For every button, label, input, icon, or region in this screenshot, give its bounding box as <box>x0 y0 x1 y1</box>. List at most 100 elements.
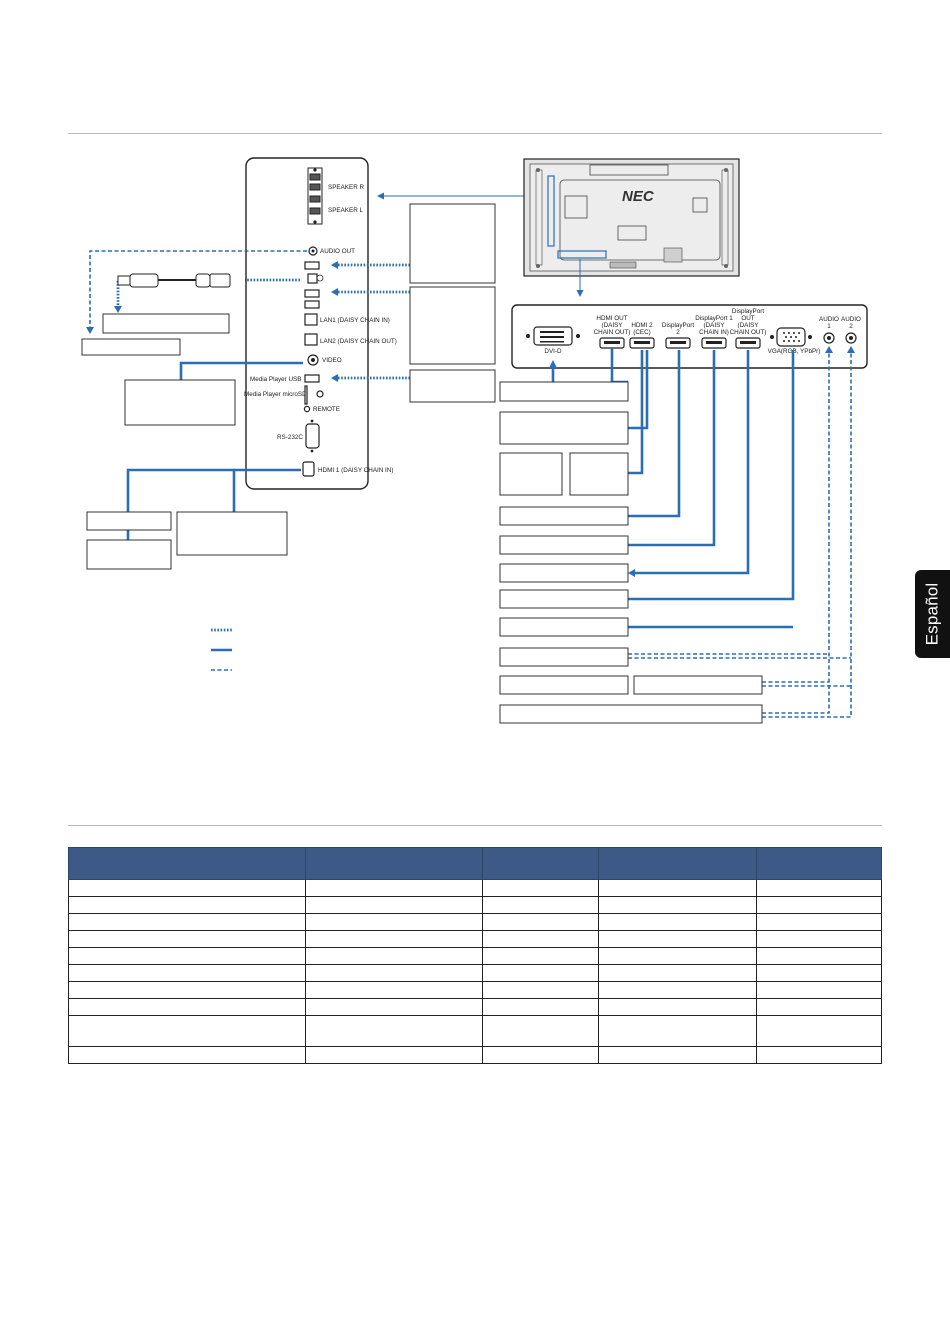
table-cell <box>482 896 600 914</box>
table-header-cell <box>756 847 882 880</box>
device-box-hdmi2-c <box>569 452 629 496</box>
table-cell <box>756 930 882 948</box>
device-box-vga-a <box>499 589 629 609</box>
table-cell <box>68 913 306 931</box>
table-cell <box>598 913 758 931</box>
table-cell <box>304 964 484 982</box>
table-cell <box>482 964 600 982</box>
table-cell <box>482 1046 600 1064</box>
table-cell <box>598 1046 758 1064</box>
table-cell <box>756 896 882 914</box>
table-row <box>68 981 882 999</box>
connection-diagram: SPEAKER R SPEAKER L AUDIO OUT LAN1 (DAIS… <box>81 157 868 724</box>
displayport1-label-3: CHAIN IN) <box>699 329 729 336</box>
table-cell <box>482 998 600 1016</box>
displayport-out-label-2: OUT <box>741 315 754 322</box>
usb-port-2 <box>307 273 318 284</box>
table-cell <box>304 879 484 897</box>
table-row <box>68 879 882 897</box>
table-cell <box>756 1046 882 1064</box>
rs232c-label: RS-232C <box>277 434 303 441</box>
table-cell <box>598 981 758 999</box>
table-cell <box>304 1015 484 1047</box>
table-cell <box>598 947 758 965</box>
table-cell <box>304 896 484 914</box>
table-header-cell <box>304 847 484 880</box>
table-cell <box>756 964 882 982</box>
audio1-label-2: 1 <box>827 323 831 330</box>
table-cell <box>598 964 758 982</box>
middle-rule <box>68 825 882 826</box>
displayport1-label-1: DisplayPort 1 <box>695 315 733 322</box>
audio2-label-2: 2 <box>849 323 853 330</box>
table-cell <box>598 998 758 1016</box>
device-box-lan <box>409 286 496 365</box>
table-cell <box>68 998 306 1016</box>
top-rule <box>68 133 882 134</box>
hdmi-out-label-2: (DAISY <box>602 322 624 329</box>
audio1-label-1: AUDIO <box>819 316 839 323</box>
device-box-audio-out <box>81 338 181 356</box>
table-cell <box>756 947 882 965</box>
displayport1-label-2: (DAISY <box>704 322 726 329</box>
table-cell <box>756 998 882 1016</box>
hdmi2-label-1: HDMI 2 <box>631 322 653 329</box>
lan2-label: LAN2 (DAISY CHAIN OUT) <box>320 338 397 345</box>
table-cell <box>304 998 484 1016</box>
dvid-label: DVI-D <box>544 348 562 355</box>
hdmi2-label-2: (CEC) <box>633 329 651 336</box>
device-box-video-source <box>124 379 236 426</box>
table-cell <box>598 896 758 914</box>
table-cell <box>68 947 306 965</box>
displayport2-label-2: 2 <box>676 329 680 336</box>
device-box-audio-d <box>499 704 763 724</box>
device-box-usb-storage <box>102 313 230 334</box>
device-box-displayport2 <box>499 506 629 526</box>
table-cell <box>304 947 484 965</box>
language-side-tab: Español <box>915 570 950 658</box>
table-cell <box>304 913 484 931</box>
speaker-l-label: SPEAKER L <box>328 207 363 214</box>
monitor-brand-logo: NEC <box>622 188 655 205</box>
displayport2-label-1: DisplayPort <box>662 322 694 329</box>
line-legend <box>211 628 232 671</box>
table-cell <box>756 913 882 931</box>
table-cell <box>482 1015 600 1047</box>
table-row <box>68 896 882 914</box>
audio2-label-1: AUDIO <box>841 316 861 323</box>
speaker-terminals <box>307 167 323 225</box>
device-box-vga-b <box>499 617 629 637</box>
device-box-audio-c <box>633 675 763 695</box>
table-cell <box>598 1015 758 1047</box>
media-player-usb-label: Media Player USB <box>250 376 301 383</box>
table-header-cell <box>482 847 600 880</box>
device-box-hdmi-a <box>86 511 172 531</box>
hdmi-out-label-1: HDMI OUT <box>596 315 627 322</box>
lan1-port <box>304 313 318 326</box>
table-row <box>68 964 882 982</box>
table-cell <box>482 913 600 931</box>
displayport-out-label-1: DisplayPort <box>732 308 764 315</box>
table-cell <box>482 981 600 999</box>
device-box-displayport-out <box>499 563 629 583</box>
table-cell <box>482 930 600 948</box>
hdmi1-port <box>302 461 315 477</box>
device-box-hdmi2-b <box>499 452 563 496</box>
table-header-cell <box>598 847 758 880</box>
table-header-cell <box>68 847 306 880</box>
table-cell <box>68 981 306 999</box>
connection-table <box>68 847 882 1064</box>
table-cell <box>756 981 882 999</box>
device-box-media-usb <box>409 369 496 403</box>
usb-port-1 <box>304 261 320 270</box>
media-player-microsd-label: Media Player microSD <box>244 391 307 398</box>
displayport-out-label-3: (DAISY <box>738 322 760 329</box>
device-box-audio-a <box>499 647 629 667</box>
lan1-label: LAN1 (DAISY CHAIN IN) <box>320 317 390 324</box>
microsd-slot <box>304 385 308 405</box>
usb-cable <box>117 273 231 288</box>
remote-jack <box>303 405 311 413</box>
table-row <box>68 998 882 1016</box>
device-box-audio-b <box>499 675 629 695</box>
table-cell <box>68 1046 306 1064</box>
